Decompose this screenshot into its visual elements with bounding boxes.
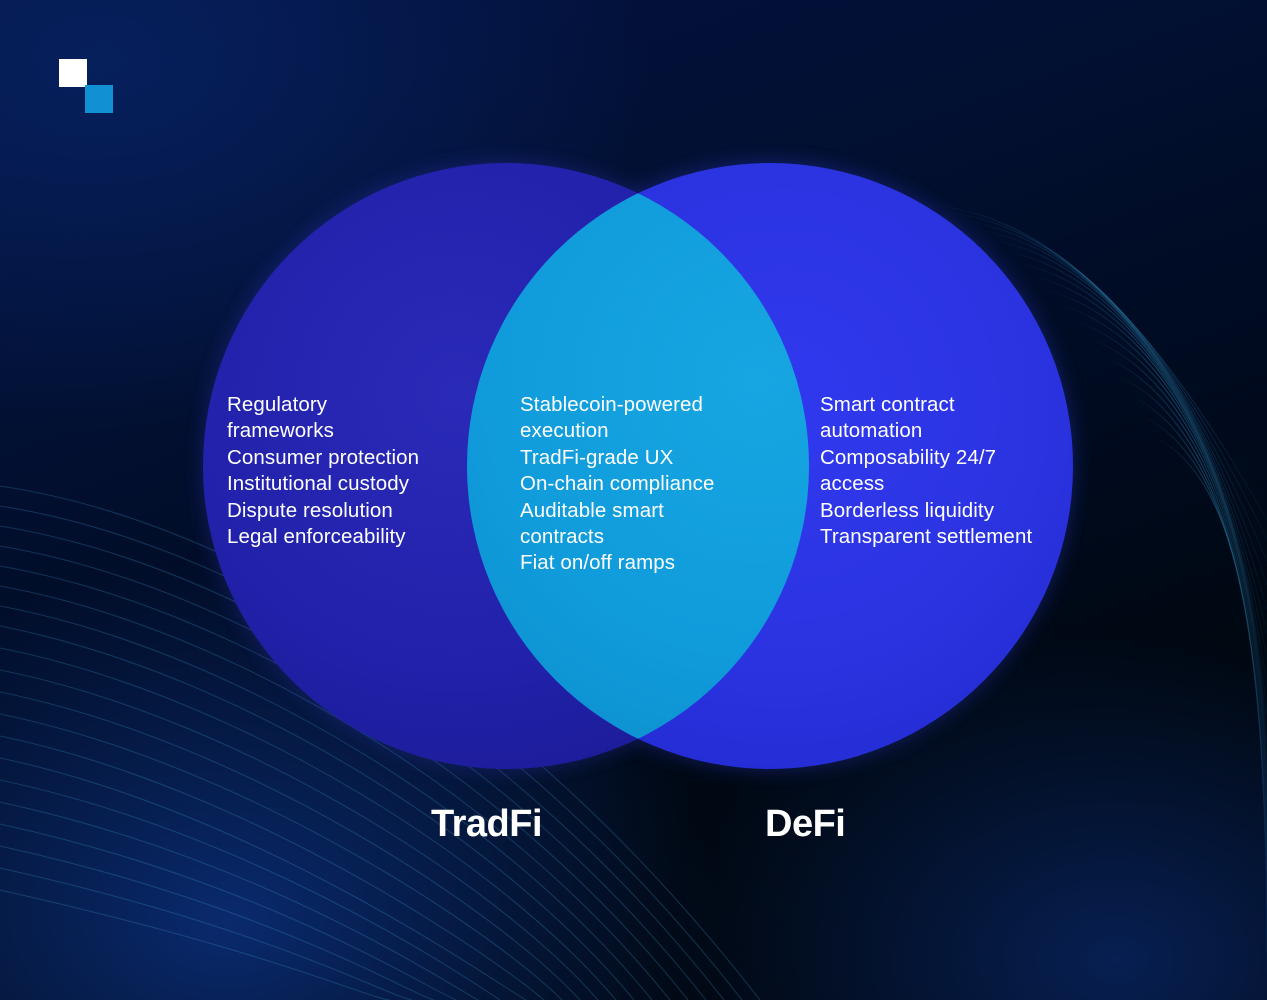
venn-label-defi: DeFi: [765, 803, 846, 845]
venn-overlap-items: Stablecoin-powered execution TradFi-grad…: [520, 393, 715, 575]
venn-right-items: Smart contract automation Composability …: [820, 393, 1033, 549]
logo-square-blue: [85, 85, 113, 113]
venn-left-items: Regulatory frameworks Consumer protectio…: [227, 393, 420, 549]
brand-logo[interactable]: [59, 59, 113, 113]
venn-label-tradfi: TradFi: [431, 803, 543, 845]
logo-square-white: [59, 59, 87, 87]
